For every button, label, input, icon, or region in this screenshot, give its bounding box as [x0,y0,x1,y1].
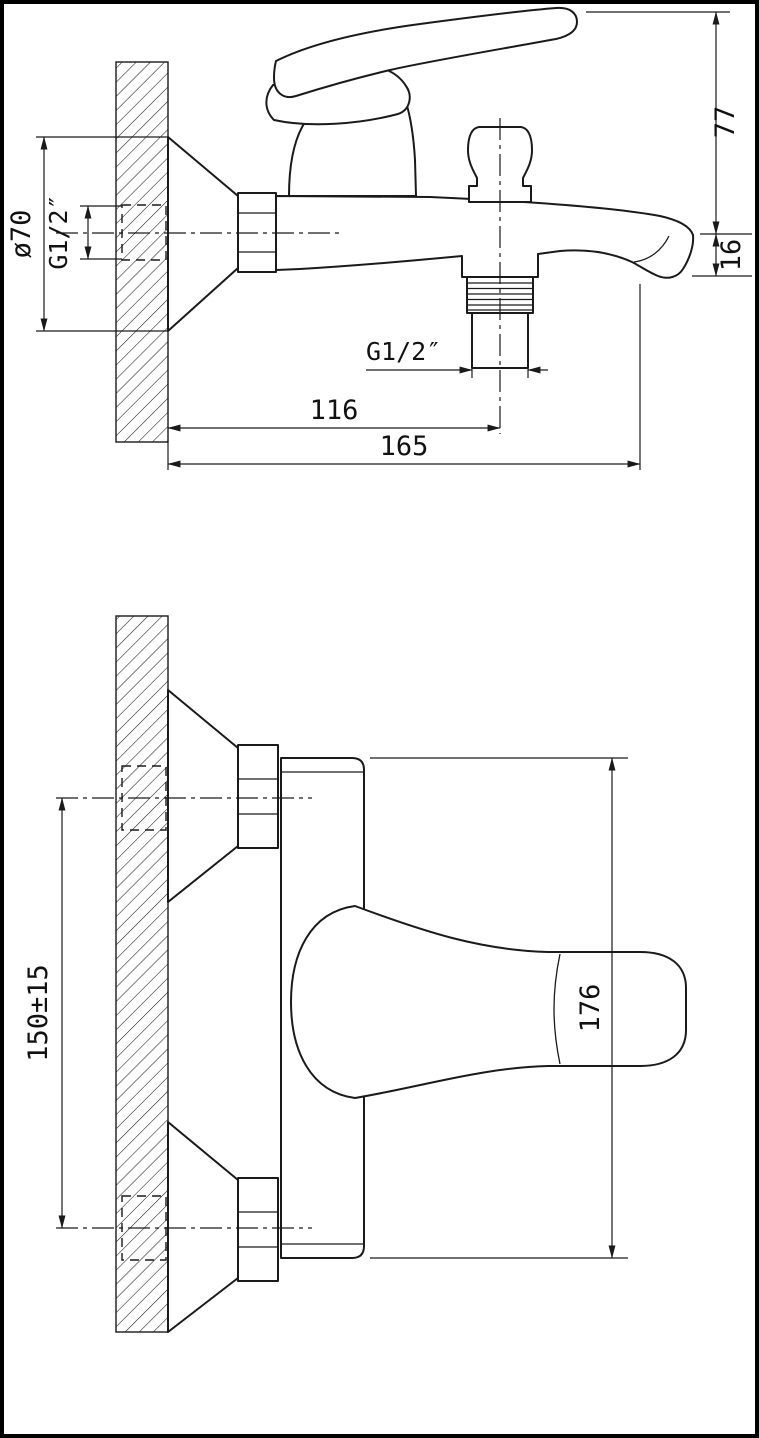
dimension-inlet-thread: G1/2″ [44,194,122,270]
escutcheon-top [167,689,239,903]
handle-lever-front [290,905,687,1099]
dimension-escutcheon-diameter: ø70 [6,136,168,332]
dim-label-mounting-centers: 150±15 [23,964,54,1062]
dim-label-spout-drop: 16 [716,239,747,272]
dimension-outlet-thread: G1/2″ [366,337,548,378]
hex-nut-bottom [237,1177,279,1282]
wall-section-front [115,615,169,1333]
escutcheon-side [167,136,239,332]
hex-nut-top [237,744,279,849]
dim-label-overall-height-side: 77 [710,106,741,139]
dim-label-spout-reach: 165 [380,431,429,462]
handle-lever-side [273,6,578,98]
dimension-overall-height-side: 77 [586,11,752,235]
wall-section-side [115,61,169,443]
spout-outlet-curve [633,235,670,263]
dim-label-inlet-thread: G1/2″ [44,194,73,269]
side-view: ø70 G1/2″ 77 16 G1/2″ [6,6,752,470]
dimension-mounting-centers: 150±15 [23,797,66,1229]
shower-outlet [466,276,534,369]
faucet-body-spout [275,195,695,279]
front-view: 150±15 176 [23,615,687,1333]
dim-label-escutcheon-diameter: ø70 [6,210,37,259]
dimension-outlet-offset: 116 [167,395,501,432]
dim-label-outlet-thread: G1/2″ [366,337,441,366]
handle-joint-line [553,953,561,1065]
dimension-spout-drop: 16 [692,233,752,277]
dimension-spout-reach: 165 [167,284,641,470]
dim-label-outlet-offset: 116 [310,395,359,426]
dim-label-overall-height-front: 176 [575,984,606,1033]
escutcheon-bottom [167,1121,239,1333]
dimension-overall-height-front: 176 [370,757,628,1259]
